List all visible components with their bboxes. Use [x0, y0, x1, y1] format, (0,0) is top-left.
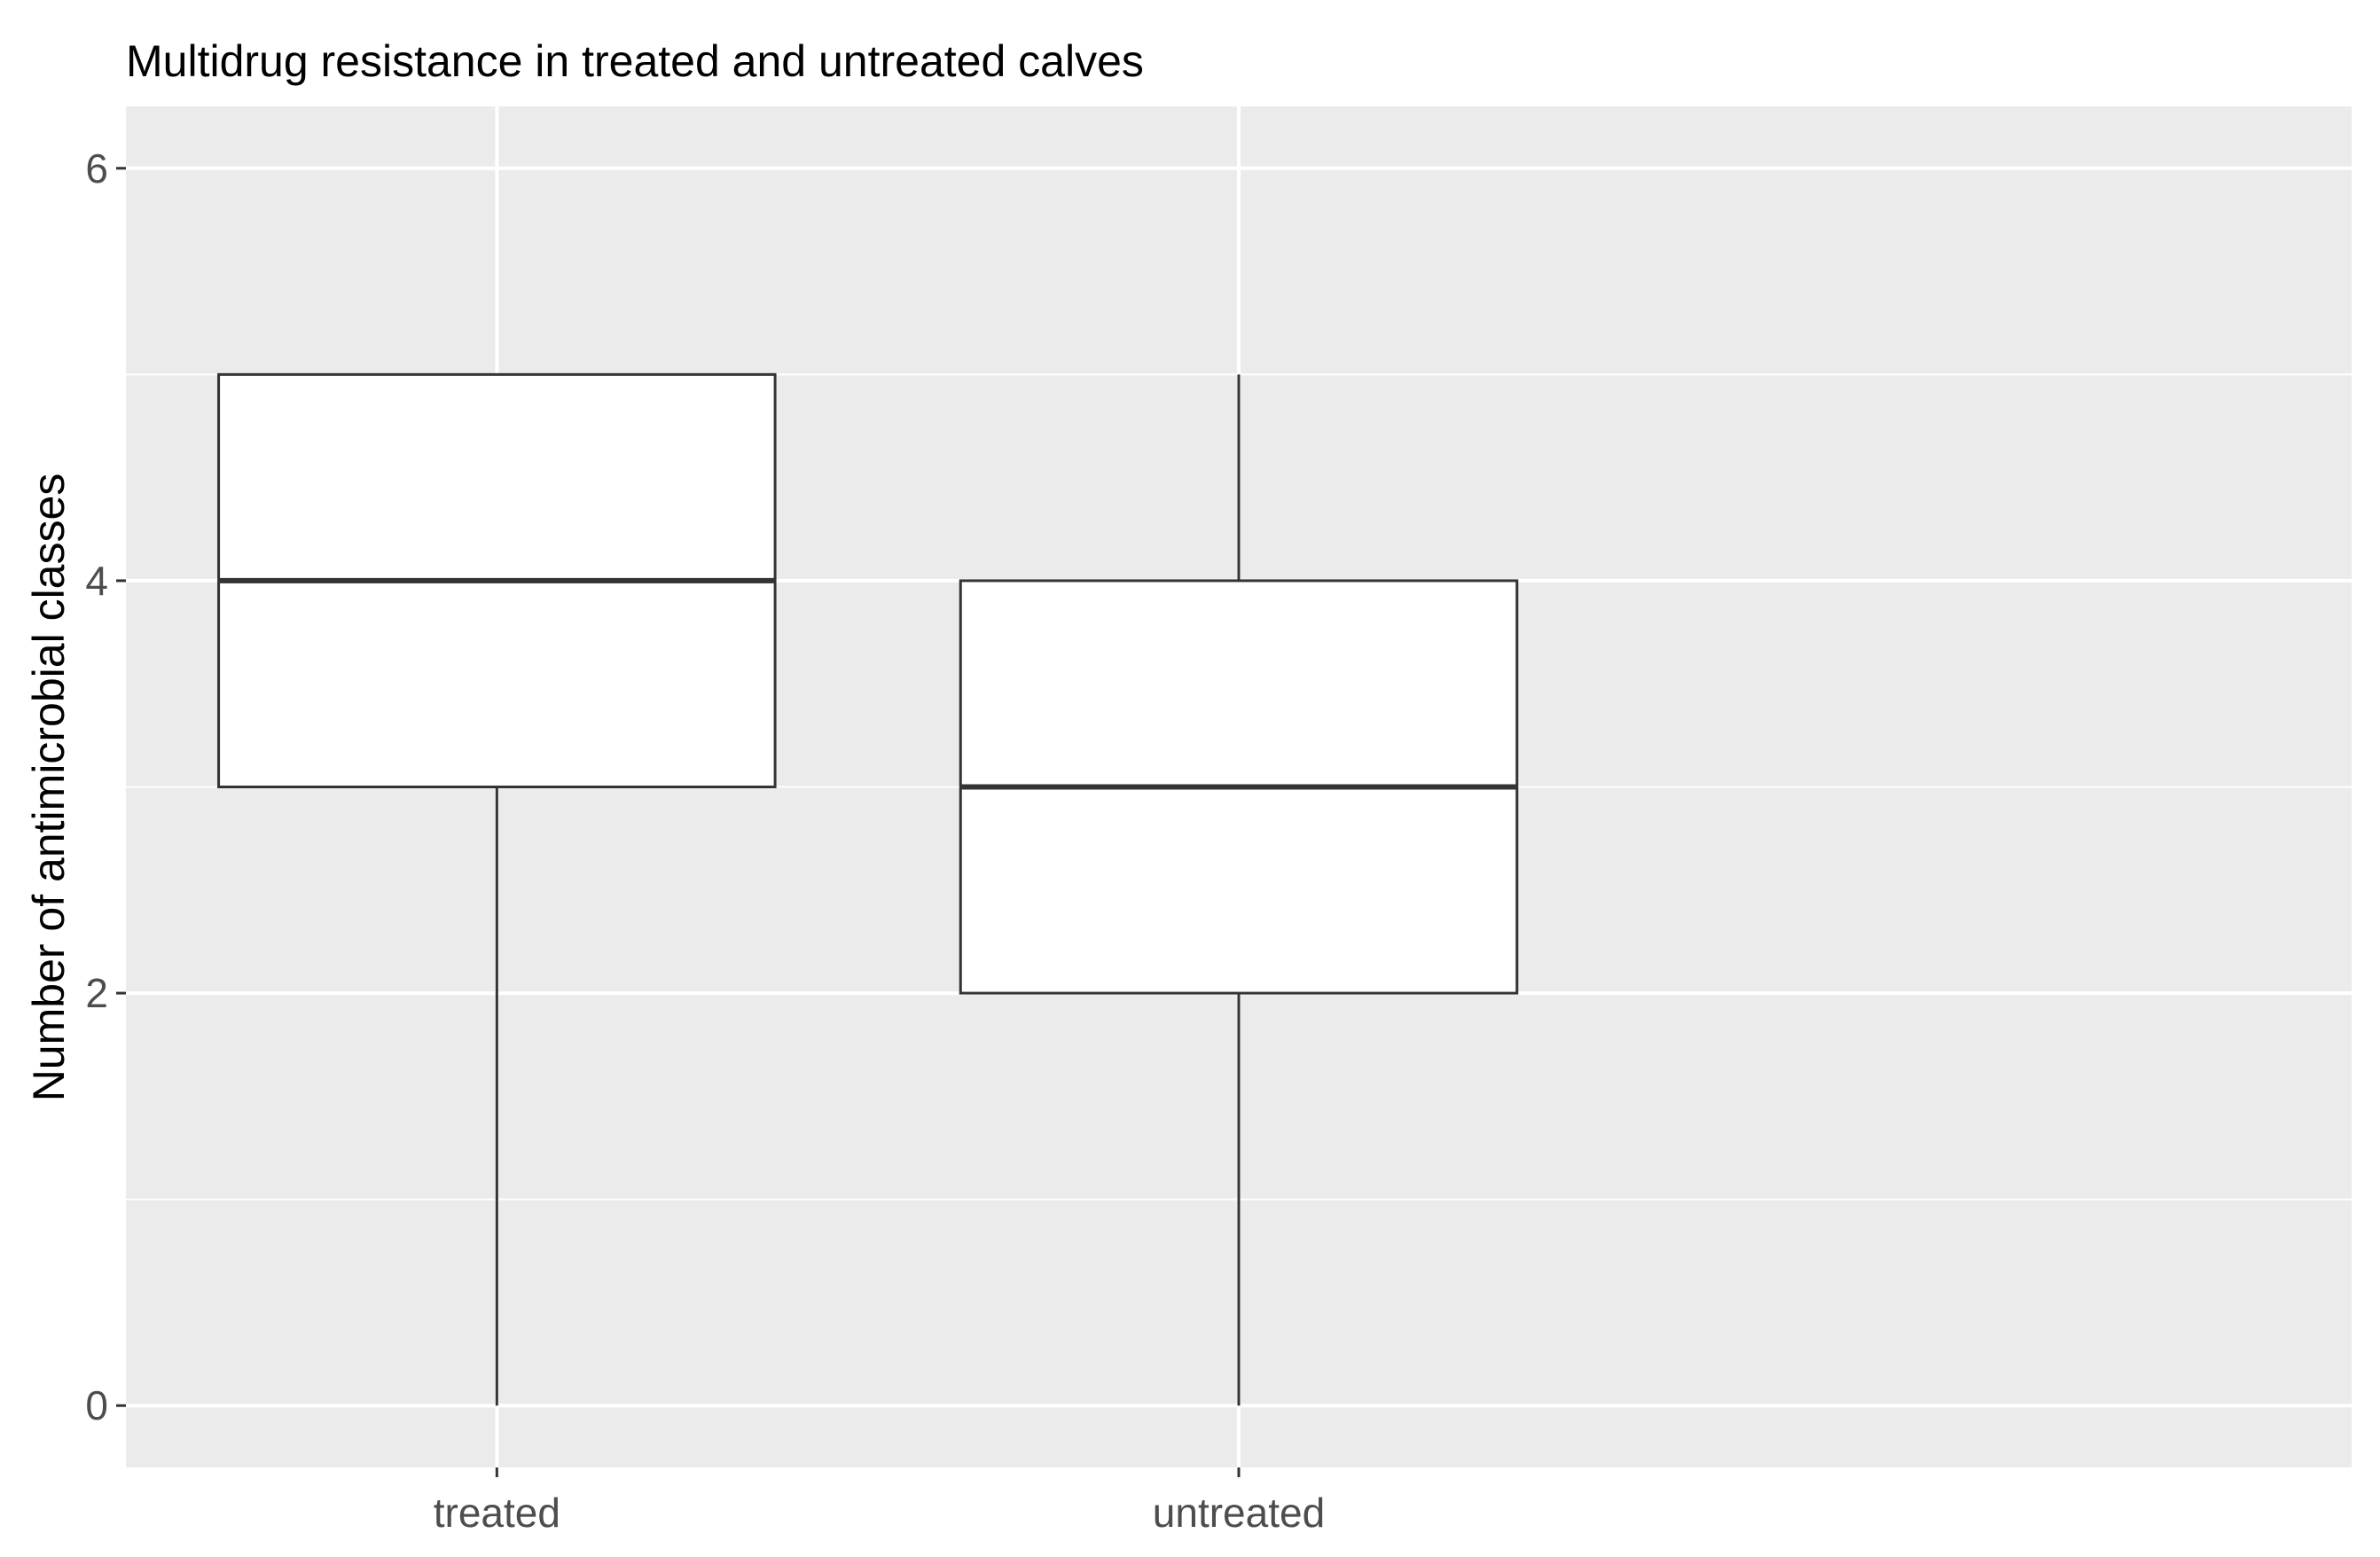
- y-tick-label-0: 0: [85, 1382, 108, 1428]
- x-tick-label-untreated: untreated: [1153, 1490, 1325, 1536]
- y-axis: 0 2 4 6: [85, 145, 126, 1428]
- y-tick-label-4: 4: [85, 558, 108, 604]
- boxes: [217, 372, 1519, 1406]
- x-axis: treated untreated: [434, 1467, 1325, 1536]
- box-untreated: [959, 374, 1519, 1406]
- y-axis-label: Number of antimicrobial classes: [24, 473, 74, 1102]
- box-treated: [217, 372, 777, 1406]
- y-tick-label-2: 2: [85, 970, 108, 1016]
- y-tick-label-6: 6: [85, 145, 108, 192]
- x-tick-label-treated: treated: [434, 1490, 560, 1536]
- chart-title: Multidrug resistance in treated and untr…: [126, 36, 1144, 86]
